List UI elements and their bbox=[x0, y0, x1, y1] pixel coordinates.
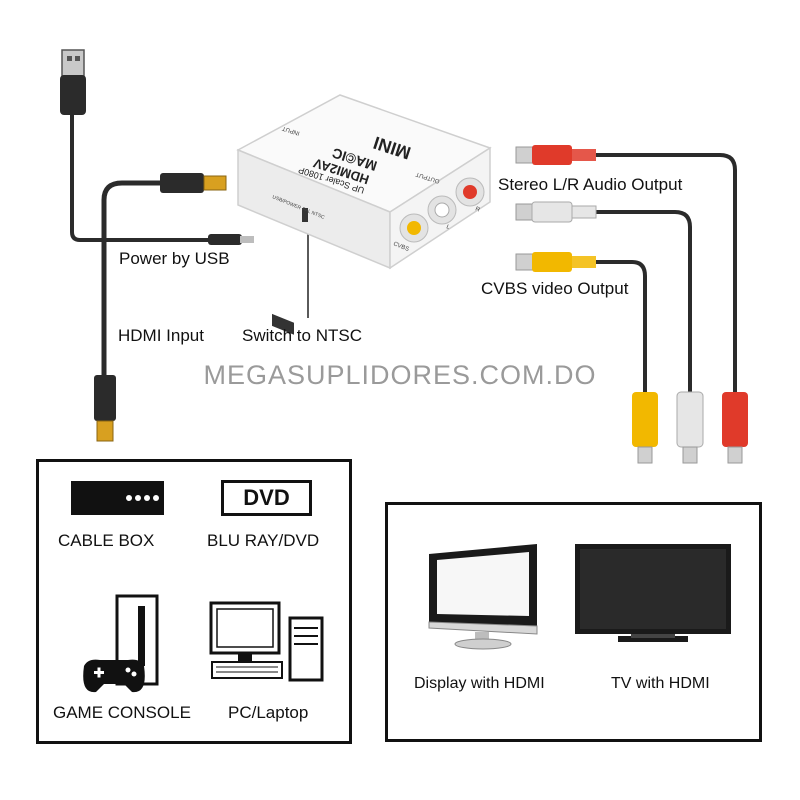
device-l-label: L bbox=[445, 224, 451, 231]
device-input-label: INPUT bbox=[281, 124, 300, 135]
device-r-label: R bbox=[474, 206, 481, 213]
hdmi-input-label: HDMI Input bbox=[118, 326, 204, 345]
pc-icon bbox=[209, 601, 324, 682]
monitor-label: Display with HDMI bbox=[414, 675, 545, 692]
audio-output-label: Stereo L/R Audio Output bbox=[498, 175, 683, 194]
hdmi-cable bbox=[94, 173, 227, 442]
usb-cable bbox=[60, 49, 254, 245]
rca-cables bbox=[515, 145, 748, 464]
converter-device: MINI MA©IC HDMI2AV UP Scaler 1080P INPUT… bbox=[236, 94, 492, 335]
cable-box-label: CABLE BOX bbox=[58, 531, 155, 550]
pc-label: PC/Laptop bbox=[228, 703, 309, 722]
displays-box bbox=[385, 502, 762, 742]
tv-label: TV with HDMI bbox=[611, 675, 710, 692]
device-cvbs-label: CVBS bbox=[392, 241, 409, 253]
monitor-icon bbox=[428, 544, 538, 650]
video-output-label: CVBS video Output bbox=[481, 279, 629, 298]
game-console-label: GAME CONSOLE bbox=[53, 703, 191, 722]
power-usb-label: Power by USB bbox=[119, 249, 230, 268]
blu-ray-label: BLU RAY/DVD bbox=[207, 531, 320, 550]
tv-icon bbox=[575, 544, 731, 642]
game-console-icon bbox=[83, 594, 159, 693]
dvd-icon: DVD bbox=[221, 480, 312, 516]
switch-ntsc-label: Switch to NTSC bbox=[242, 326, 362, 345]
connection-diagram: MINI MA©IC HDMI2AV UP Scaler 1080P INPUT… bbox=[60, 49, 748, 464]
dvd-logo-text: DVD bbox=[243, 485, 290, 510]
watermark: MEGASUPLIDORES.COM.DO bbox=[203, 360, 597, 390]
cable-box-icon bbox=[71, 481, 164, 515]
